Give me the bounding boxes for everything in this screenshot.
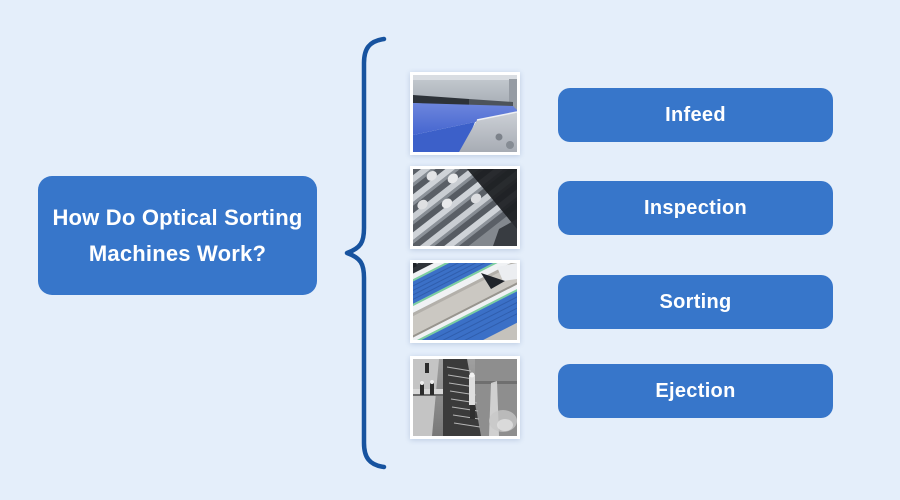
question-box: How Do Optical Sorting Machines Work? [38, 176, 317, 295]
inspection-chutes-photo [410, 166, 520, 249]
question-line-2: Machines Work? [88, 240, 267, 266]
curly-brace-icon [344, 36, 387, 470]
infeed-conveyor-photo [410, 72, 520, 155]
step-label-sorting: Sorting [558, 275, 833, 329]
ejection-nozzles-photo [410, 356, 520, 439]
sorting-belts-photo [410, 260, 520, 343]
step-label-inspection: Inspection [558, 181, 833, 235]
step-label-ejection: Ejection [558, 364, 833, 418]
question-line-1: How Do Optical Sorting [52, 204, 303, 230]
step-label-infeed: Infeed [558, 88, 833, 142]
